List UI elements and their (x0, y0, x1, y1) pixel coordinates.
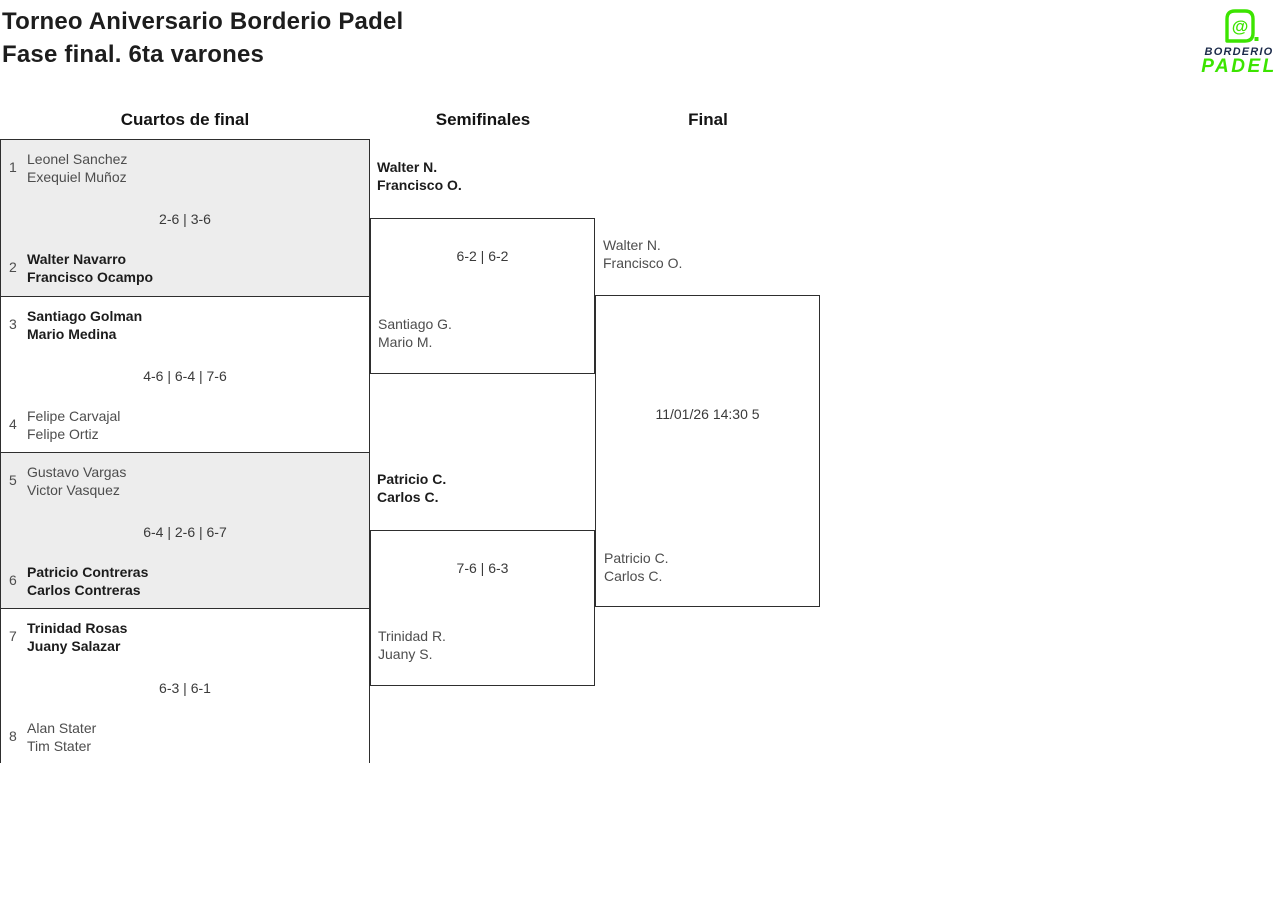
phase-name: Fase final. 6ta varones (2, 41, 265, 68)
at-pin-icon: @ (1199, 6, 1279, 46)
column-header-quarterfinals: Cuartos de final (120, 110, 250, 129)
player-name: Trinidad Rosas (27, 620, 128, 636)
qf1-score: 2-6 | 3-6 (159, 211, 211, 227)
qf-match-1[interactable]: 1 Leonel Sanchez Exequiel Muñoz 2-6 | 3-… (1, 140, 369, 296)
seed-number: 2 (9, 259, 17, 275)
player-name: Trinidad R. (378, 628, 446, 644)
qf-match-2[interactable]: 3 Santiago Golman Mario Medina 4-6 | 6-4… (1, 296, 369, 452)
final-match-box[interactable]: 11/01/26 14:30 5 Patricio C. Carlos C. (595, 295, 820, 607)
player-name: Walter Navarro (27, 251, 127, 267)
player-name: Tim Stater (27, 738, 92, 754)
player-name: Mario M. (378, 334, 433, 350)
player-name: Santiago G. (378, 316, 452, 332)
sf1-winner-team: Walter N. Francisco O. (377, 158, 462, 194)
brand-name-bottom: PADEL (1201, 56, 1277, 77)
player-name: Victor Vasquez (27, 482, 120, 498)
player-name: Patricio C. (377, 471, 447, 487)
seed-number: 8 (9, 728, 17, 744)
qf4-team-top: Trinidad Rosas Juany Salazar (27, 619, 127, 655)
player-name: Alan Stater (27, 720, 97, 736)
qf2-team-bottom: Felipe Carvajal Felipe Ortiz (27, 407, 120, 443)
qf1-team-top: Leonel Sanchez Exequiel Muñoz (27, 150, 127, 186)
player-name: Patricio Contreras (27, 564, 149, 580)
qf2-score: 4-6 | 6-4 | 7-6 (143, 368, 227, 384)
player-name: Patricio C. (604, 550, 669, 566)
final-entrant-top: Walter N. Francisco O. (603, 236, 682, 272)
qf1-team-bottom: Walter Navarro Francisco Ocampo (27, 250, 153, 286)
player-name: Juany S. (378, 646, 433, 662)
quarterfinals-column: 1 Leonel Sanchez Exequiel Muñoz 2-6 | 3-… (0, 139, 370, 764)
qf4-score: 6-3 | 6-1 (159, 680, 211, 696)
player-name: Walter N. (603, 237, 661, 253)
sf1-match-box[interactable]: 6-2 | 6-2 Santiago G. Mario M. (370, 218, 595, 374)
seed-number: 5 (9, 472, 17, 488)
player-name: Francisco Ocampo (27, 269, 154, 285)
player-name: Felipe Ortiz (27, 426, 99, 442)
tournament-name: Torneo Aniversario Borderio Padel (2, 8, 404, 35)
player-name: Exequiel Muñoz (27, 169, 127, 185)
player-name: Francisco O. (603, 255, 683, 271)
qf3-team-bottom: Patricio Contreras Carlos Contreras (27, 563, 148, 599)
player-name: Carlos Contreras (27, 582, 141, 598)
player-name: Gustavo Vargas (27, 464, 127, 480)
sf2-score: 7-6 | 6-3 (456, 560, 509, 576)
qf-match-4[interactable]: 7 Trinidad Rosas Juany Salazar 6-3 | 6-1… (1, 608, 369, 764)
player-name: Carlos C. (604, 568, 663, 584)
sf1-loser-team: Santiago G. Mario M. (378, 315, 452, 351)
player-name: Carlos C. (377, 489, 439, 505)
player-name: Leonel Sanchez (27, 151, 128, 167)
final-entrant-bottom: Patricio C. Carlos C. (604, 549, 669, 585)
player-name: Walter N. (377, 159, 438, 175)
qf4-team-bottom: Alan Stater Tim Stater (27, 719, 96, 755)
page-title: Torneo Aniversario Borderio Padel Fase f… (2, 5, 403, 71)
column-header-semifinals: Semifinales (435, 110, 531, 129)
qf-match-3[interactable]: 5 Gustavo Vargas Victor Vasquez 6-4 | 2-… (1, 452, 369, 608)
final-schedule: 11/01/26 14:30 5 (655, 406, 760, 422)
svg-text:@: @ (1232, 17, 1249, 36)
seed-number: 3 (9, 316, 17, 332)
brand-name-top: BORDERIO (1204, 46, 1274, 58)
player-name: Francisco O. (377, 177, 462, 193)
qf3-score: 6-4 | 2-6 | 6-7 (143, 524, 227, 540)
player-name: Felipe Carvajal (27, 408, 121, 424)
seed-number: 7 (9, 628, 17, 644)
sf2-loser-team: Trinidad R. Juany S. (378, 627, 446, 663)
player-name: Juany Salazar (27, 638, 121, 654)
sf1-score: 6-2 | 6-2 (456, 248, 509, 264)
borderio-logo: @ BORDERIO PADEL (1199, 6, 1279, 77)
qf3-team-top: Gustavo Vargas Victor Vasquez (27, 463, 126, 499)
player-name: Mario Medina (27, 326, 117, 342)
sf2-match-box[interactable]: 7-6 | 6-3 Trinidad R. Juany S. (370, 530, 595, 686)
player-name: Santiago Golman (27, 308, 143, 324)
sf2-winner-team: Patricio C. Carlos C. (377, 470, 446, 506)
seed-number: 1 (9, 159, 17, 175)
column-header-final: Final (688, 110, 728, 129)
seed-number: 4 (9, 416, 17, 432)
qf2-team-top: Santiago Golman Mario Medina (27, 307, 142, 343)
seed-number: 6 (9, 572, 17, 588)
